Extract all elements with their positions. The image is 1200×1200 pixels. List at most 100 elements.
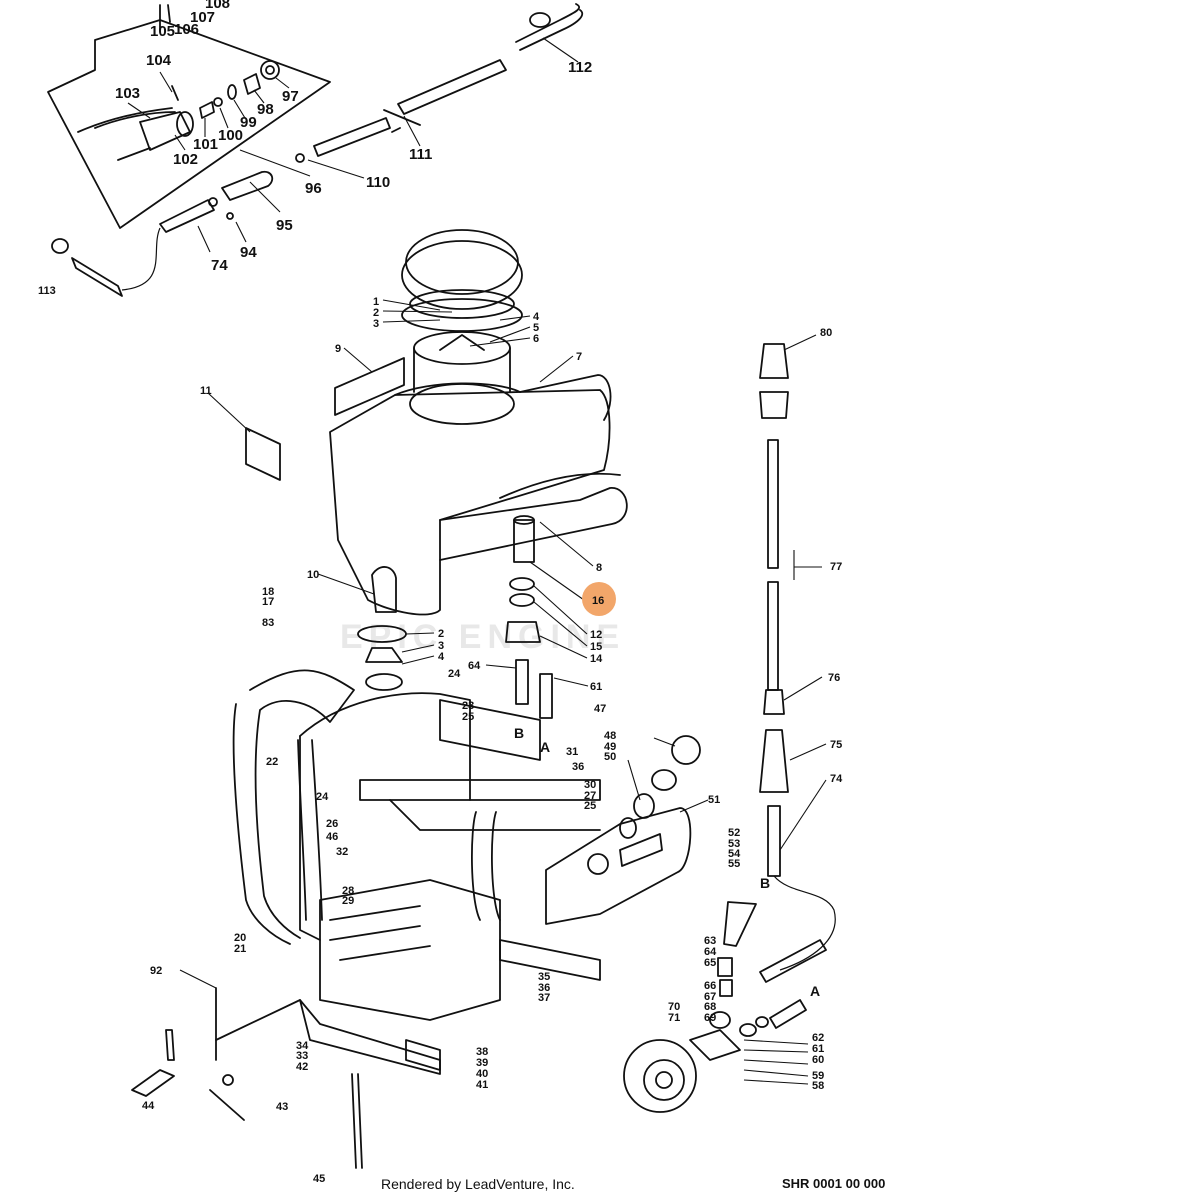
aux-tank (545, 735, 709, 925)
callout-3: 3 (373, 318, 379, 330)
callout-8: 8 (596, 562, 602, 574)
callout-18: 18 (262, 586, 274, 598)
callout-102: 102 (173, 151, 198, 168)
callout-43: 43 (276, 1101, 288, 1113)
callout-66: 66 (704, 980, 716, 992)
callout-101: 101 (193, 136, 218, 153)
right-wand (759, 334, 836, 971)
callout-69: 69 (704, 1012, 716, 1024)
callout-92: 92 (150, 965, 162, 977)
callout-54: 54 (728, 848, 741, 860)
callout-50: 50 (604, 751, 616, 763)
callout-16[interactable]: 16 (592, 595, 604, 607)
tank-assembly (207, 229, 628, 719)
callout-3b: 3 (438, 640, 444, 652)
callout-34: 34 (296, 1040, 309, 1052)
callout-31: 31 (566, 746, 578, 758)
callout-111: 111 (409, 146, 432, 163)
callout-25b: 25 (584, 800, 596, 812)
callout-40: 40 (476, 1068, 488, 1080)
callout-38: 38 (476, 1046, 488, 1058)
callout-60: 60 (812, 1054, 824, 1066)
callout-68: 68 (704, 1001, 716, 1013)
callout-98: 98 (257, 101, 274, 118)
callout-49: 49 (604, 741, 616, 753)
callout-B-right: B (760, 875, 770, 891)
callout-48: 48 (604, 730, 616, 742)
inset-wand-assembly (47, 4, 331, 253)
callout-107: 107 (190, 9, 215, 26)
callout-14: 14 (590, 653, 603, 665)
callout-74: 74 (830, 773, 843, 785)
callout-71: 71 (668, 1012, 680, 1024)
callout-A-right: A (810, 983, 820, 999)
callout-11: 11 (200, 385, 212, 397)
callout-24: 24 (448, 668, 461, 680)
drawing-code: SHR 0001 00 000 (782, 1176, 886, 1191)
callout-A: A (540, 739, 550, 755)
callout-36b: 36 (538, 982, 550, 994)
callout-58: 58 (812, 1080, 824, 1092)
callout-45: 45 (313, 1173, 325, 1185)
callout-1: 1 (373, 296, 379, 308)
callout-113: 113 (38, 285, 56, 297)
callout-74-top: 74 (211, 257, 228, 274)
callout-29: 29 (342, 895, 354, 907)
callout-24b: 24 (316, 791, 329, 803)
callout-63: 63 (704, 935, 716, 947)
callout-75: 75 (830, 739, 842, 751)
callout-9: 9 (335, 343, 341, 355)
callout-53: 53 (728, 838, 740, 850)
callout-105: 105 (150, 23, 175, 40)
callout-108: 108 (205, 0, 230, 12)
callout-62: 62 (812, 1032, 824, 1044)
callout-80: 80 (820, 327, 832, 339)
callout-39: 39 (476, 1057, 488, 1069)
callout-103: 103 (115, 85, 140, 102)
callout-22: 22 (266, 756, 278, 768)
callout-32: 32 (336, 846, 348, 858)
callout-110: 110 (366, 174, 390, 191)
callout-7: 7 (576, 351, 582, 363)
callout-25: 25 (462, 711, 474, 723)
callout-47: 47 (594, 703, 606, 715)
highlight-marker[interactable] (582, 582, 616, 616)
watermark-text: EPIC ENGINE (340, 618, 625, 656)
callout-6: 6 (533, 333, 539, 345)
callout-12: 12 (590, 629, 602, 641)
callout-52: 52 (728, 827, 740, 839)
callout-100: 100 (218, 127, 243, 144)
callout-28: 28 (342, 885, 354, 897)
callout-15: 15 (590, 641, 602, 653)
callout-33: 33 (296, 1050, 308, 1062)
callout-67: 67 (704, 991, 716, 1003)
callout-61b: 61 (812, 1043, 824, 1055)
callout-44: 44 (142, 1100, 155, 1112)
callout-20: 20 (234, 932, 246, 944)
callout-B: B (514, 725, 524, 741)
callout-61: 61 (590, 681, 602, 693)
callout-21: 21 (234, 943, 246, 955)
callout-35: 35 (538, 971, 550, 983)
wand-assembly (51, 3, 584, 297)
callout-26: 26 (326, 818, 338, 830)
callout-10: 10 (307, 569, 319, 581)
callout-70: 70 (668, 1001, 680, 1013)
callout-97: 97 (282, 88, 299, 105)
callout-104: 104 (146, 52, 172, 69)
callout-51: 51 (708, 794, 720, 806)
callout-65: 65 (704, 957, 716, 969)
callout-55: 55 (728, 858, 740, 870)
callout-30: 30 (584, 779, 596, 791)
callout-46: 46 (326, 831, 338, 843)
callout-37: 37 (538, 992, 550, 1004)
callout-27: 27 (584, 790, 596, 802)
callout-94: 94 (240, 244, 257, 261)
callout-59: 59 (812, 1070, 824, 1082)
frame-and-straps (131, 669, 601, 1169)
callout-36: 36 (572, 761, 584, 773)
callout-64: 64 (468, 660, 481, 672)
callout-95: 95 (276, 217, 293, 234)
callout-96: 96 (305, 180, 322, 197)
